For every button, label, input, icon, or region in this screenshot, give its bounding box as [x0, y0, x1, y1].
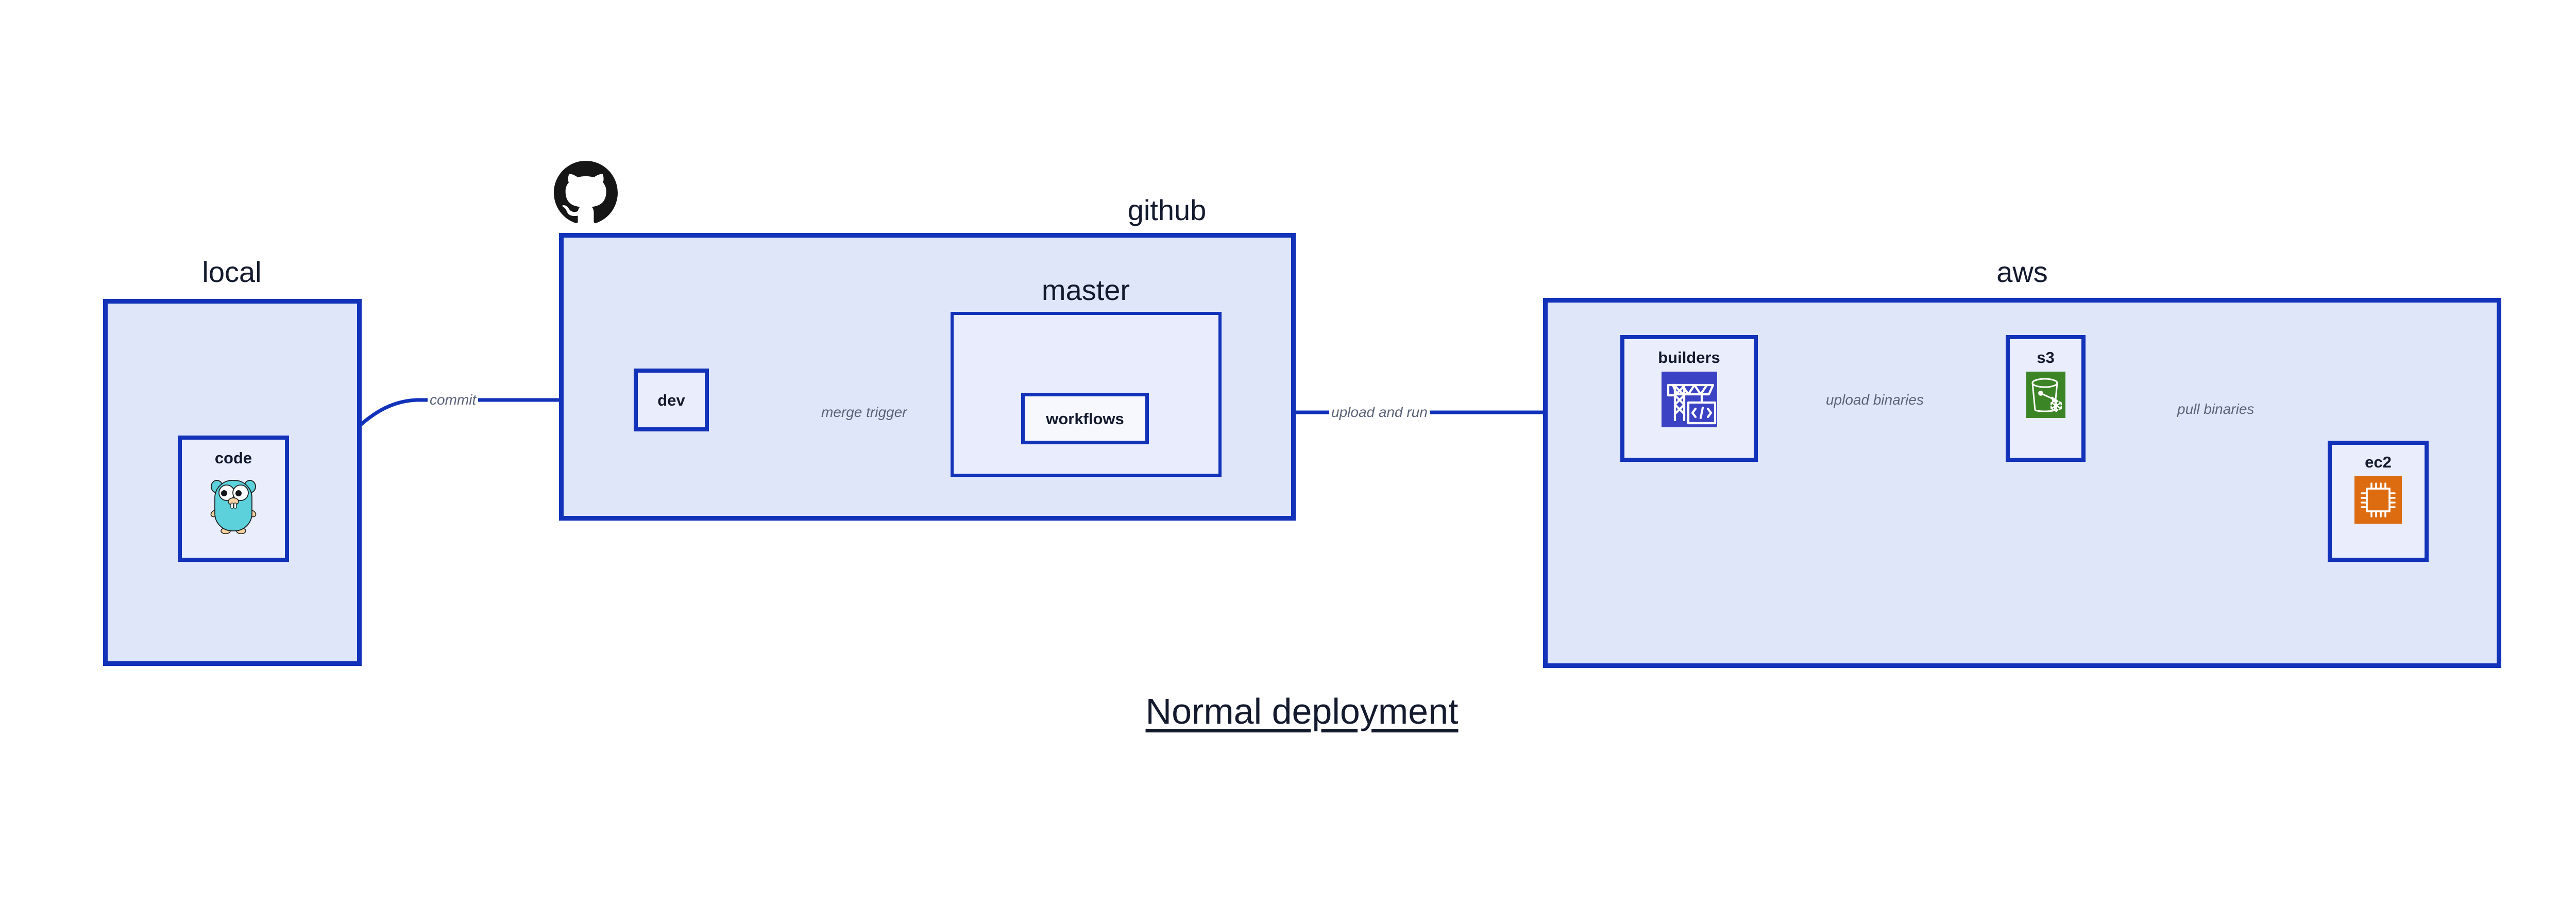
node-code-label: code: [214, 449, 252, 467]
node-s3-label: s3: [2037, 348, 2055, 366]
diagram-title: Normal deployment: [1145, 691, 1459, 731]
node-workflows[interactable]: workflows: [1021, 393, 1149, 444]
node-builders-label: builders: [1658, 348, 1720, 366]
edge-label-commit: commit: [428, 393, 479, 407]
node-workflows-label: workflows: [1046, 409, 1124, 428]
aws-codebuild-icon: [1661, 372, 1717, 430]
group-label-local: local: [202, 256, 262, 288]
go-gopher-icon: [209, 473, 258, 537]
node-dev-label: dev: [657, 391, 685, 409]
node-dev[interactable]: dev: [634, 369, 709, 431]
node-ec2-label: ec2: [2365, 453, 2392, 471]
node-builders[interactable]: builders: [1620, 335, 1758, 462]
edge-label-upload-binaries: upload binaries: [1824, 393, 1926, 407]
edge-label-pull-binaries: pull binaries: [2175, 402, 2257, 416]
node-code[interactable]: code: [178, 436, 289, 562]
group-label-github: github: [1127, 194, 1207, 226]
edge-label-merge-trigger: merge trigger: [819, 405, 909, 420]
aws-s3-bucket-icon: [2026, 372, 2065, 421]
node-ec2[interactable]: ec2: [2328, 441, 2429, 562]
github-octocat-icon: [554, 161, 618, 225]
aws-ec2-chip-icon: [2354, 476, 2402, 526]
group-local[interactable]: [103, 299, 362, 666]
edge-label-upload-and-run: upload and run: [1329, 405, 1430, 420]
group-label-master: master: [1041, 274, 1130, 306]
node-s3[interactable]: s3: [2006, 335, 2086, 462]
group-label-aws: aws: [1996, 256, 2048, 288]
